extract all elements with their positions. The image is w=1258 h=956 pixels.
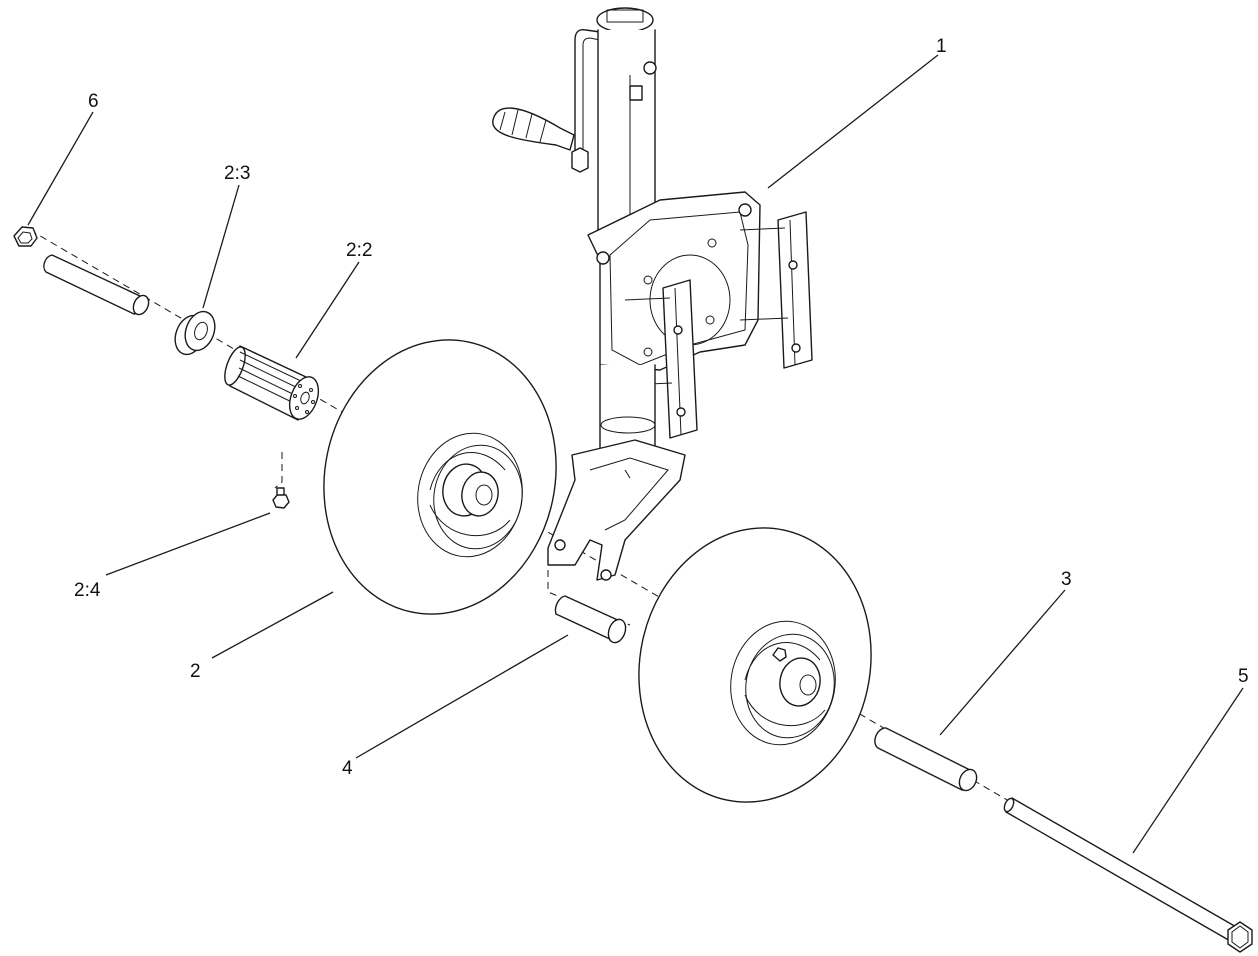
callout-3: 3 bbox=[1061, 569, 1072, 590]
part-2-4-grease-fitting bbox=[272, 487, 290, 509]
part-2-3-bearing bbox=[174, 310, 216, 356]
callout-labels: 1 6 2:3 2:2 2:4 2 4 3 5 bbox=[74, 36, 1249, 779]
callout-1: 1 bbox=[936, 36, 947, 57]
callout-6: 6 bbox=[88, 91, 99, 112]
callout-2: 2 bbox=[190, 661, 201, 682]
spacer-tube-left bbox=[43, 254, 150, 316]
callout-5: 5 bbox=[1238, 666, 1249, 687]
part-4-spacer bbox=[554, 595, 627, 644]
part-2-wheel-left bbox=[323, 339, 557, 615]
callout-2-4: 2:4 bbox=[74, 580, 101, 601]
wheel-right bbox=[638, 527, 872, 803]
callout-2-2: 2:2 bbox=[346, 240, 372, 261]
part-3-spacer-tube bbox=[874, 727, 978, 792]
callout-2-3: 2:3 bbox=[224, 163, 250, 184]
callout-4: 4 bbox=[342, 758, 353, 779]
part-6-nut bbox=[13, 226, 38, 247]
leader-lines bbox=[27, 54, 1244, 854]
part-5-bolt bbox=[1003, 797, 1253, 953]
part-2-2-bushing bbox=[224, 345, 320, 421]
part-1-jack-stand bbox=[492, 7, 813, 626]
